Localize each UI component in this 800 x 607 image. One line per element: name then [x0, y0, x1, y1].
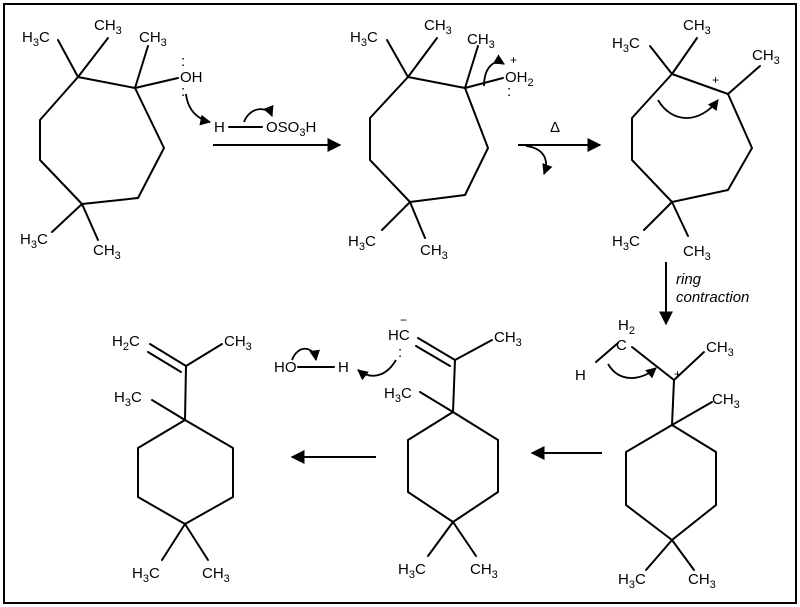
svg-text:H3C: H3C — [618, 571, 646, 591]
svg-text:H3C: H3C — [612, 35, 640, 55]
svg-text:CH3: CH3 — [94, 17, 122, 37]
svg-text:CH3: CH3 — [467, 31, 495, 51]
ch3-label: CH — [420, 242, 442, 259]
ch3-label: CH — [752, 47, 774, 64]
molecule-4-contracted-cation: H2 C H CH3 + CH3 H3C CH3 — [575, 317, 740, 591]
svg-text:CH3: CH3 — [683, 17, 711, 37]
svg-text:CH3: CH3 — [494, 329, 522, 349]
svg-text:CH3: CH3 — [712, 391, 740, 411]
curly-arrow-proton-transfer — [357, 359, 397, 381]
svg-text:H: H — [214, 119, 225, 136]
svg-text:H3C: H3C — [398, 561, 426, 581]
lone-pair: : — [181, 53, 185, 70]
svg-text:CH3: CH3 — [424, 17, 452, 37]
ch3-label: CH — [94, 17, 116, 34]
curly-arrow-bond-break — [243, 104, 274, 123]
molecule-1-alcohol: H3C CH3 CH3 OH : : H3C CH3 — [20, 17, 203, 262]
molecule-2-oxonium: H3C CH3 CH3 OH2 + : H3C CH3 — [348, 17, 534, 262]
molecule-6-product: H2C CH3 H3C H3C CH3 — [112, 333, 252, 585]
svg-text:CH3: CH3 — [470, 561, 498, 581]
svg-text:CH3: CH3 — [420, 242, 448, 262]
h3c-label: H — [618, 571, 629, 588]
curly-arrow-deprotonation — [607, 363, 657, 379]
svg-text:CH3: CH3 — [202, 565, 230, 585]
svg-text:CH3: CH3 — [224, 333, 252, 353]
h3c-label: H — [398, 561, 409, 578]
ch3-label: CH — [467, 31, 489, 48]
ch3-label: CH — [683, 243, 705, 260]
ch3-label: CH — [683, 17, 705, 34]
svg-text:HO: HO — [274, 359, 297, 376]
ch3-label: CH — [470, 561, 492, 578]
svg-text:OSO3H: OSO3H — [266, 119, 316, 139]
lone-pair: : — [181, 83, 185, 100]
svg-text:H: H — [338, 359, 349, 376]
hc-label: HC — [388, 327, 410, 344]
h3c-label: H — [612, 35, 623, 52]
ring-contraction-label-1: ring — [676, 271, 702, 288]
positive-charge: + — [510, 53, 517, 67]
ch3-label: CH — [688, 571, 710, 588]
svg-text:CH3: CH3 — [688, 571, 716, 591]
h3c-label: H — [612, 233, 623, 250]
h3c-label: H — [384, 385, 395, 402]
heat-symbol: Δ — [550, 119, 560, 136]
ch3-label: CH — [139, 29, 161, 46]
h3c-label: H — [350, 29, 361, 46]
svg-text:CH3: CH3 — [93, 242, 121, 262]
svg-text:H3C: H3C — [348, 233, 376, 253]
molecule-5-intermediate: HC − : CH3 H3C H3C CH3 — [357, 313, 522, 581]
ch3-label: CH — [706, 339, 728, 356]
ch3-label: CH — [202, 565, 224, 582]
oxonium-label: OH — [505, 69, 528, 86]
lone-pair: : — [507, 83, 511, 100]
h2c-label: H — [112, 333, 123, 350]
svg-text:H2C: H2C — [112, 333, 140, 353]
h2-label: H — [618, 317, 629, 334]
negative-charge: − — [400, 313, 407, 327]
hydroxyl-label: OH — [180, 69, 203, 86]
svg-text:CH3: CH3 — [752, 47, 780, 67]
svg-text:H3C: H3C — [612, 233, 640, 253]
h3c-label: H — [20, 231, 31, 248]
h3c-label: H — [132, 565, 143, 582]
water-molecule: HO H — [274, 347, 349, 376]
curly-arrow-water-leaving — [483, 54, 505, 87]
ch3-label: CH — [93, 242, 115, 259]
ring-contraction-label-2: contraction — [676, 289, 749, 306]
h3c-label: H — [114, 389, 125, 406]
h3c-label: H — [348, 233, 359, 250]
curly-arrow-water-loss — [525, 145, 553, 176]
svg-text:H3C: H3C — [114, 389, 142, 409]
frame-border — [3, 3, 797, 604]
svg-text:H3C: H3C — [384, 385, 412, 405]
reagent-sulfuric-acid: H OSO3H — [214, 104, 316, 139]
curly-arrow-protonation — [185, 93, 212, 126]
svg-text:OH2: OH2 — [505, 69, 534, 89]
svg-text:H3C: H3C — [132, 565, 160, 585]
ch3-label: CH — [424, 17, 446, 34]
lone-pair: : — [398, 344, 402, 361]
ch3-label: CH — [494, 329, 516, 346]
curly-arrow-hydroxide — [291, 347, 320, 362]
ch3-label: CH — [224, 333, 246, 350]
h3c-label: H — [22, 29, 33, 46]
svg-text:H2: H2 — [618, 317, 635, 337]
svg-text:CH3: CH3 — [139, 29, 167, 49]
svg-text:H3C: H3C — [350, 29, 378, 49]
positive-charge: + — [674, 367, 681, 381]
curly-arrow-rearrangement — [657, 99, 719, 119]
hydrogen-label: H — [575, 367, 586, 384]
svg-text:H3C: H3C — [22, 29, 50, 49]
svg-text:H3C: H3C — [20, 231, 48, 251]
svg-text:CH3: CH3 — [706, 339, 734, 359]
methylene-carbon-label: C — [616, 337, 627, 354]
molecule-3-carbocation: H3C CH3 CH3 + H3C CH3 — [612, 17, 780, 263]
ch3-label: CH — [712, 391, 734, 408]
svg-text:CH3: CH3 — [683, 243, 711, 263]
positive-charge: + — [712, 73, 719, 87]
